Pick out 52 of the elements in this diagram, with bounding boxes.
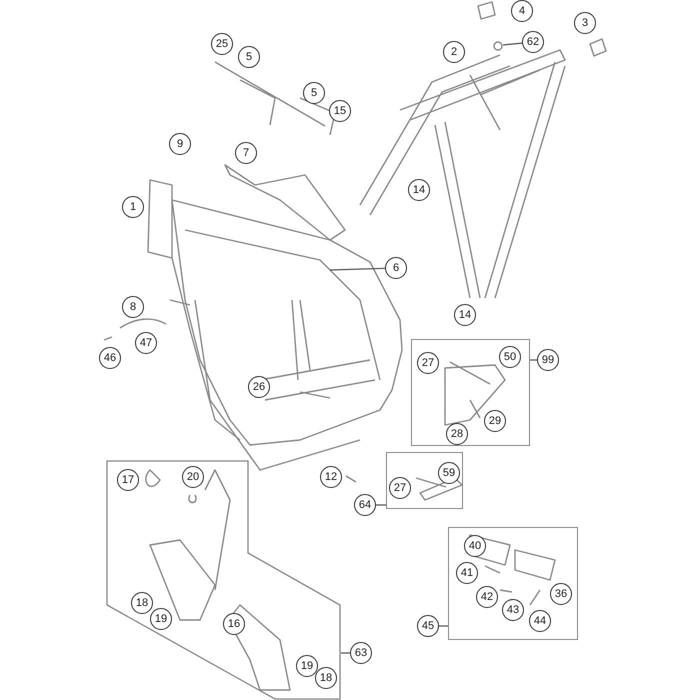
callout-number: 45 xyxy=(417,615,439,637)
callout-number: 44 xyxy=(529,610,551,632)
leader-line xyxy=(376,504,386,506)
group-frame xyxy=(386,452,463,509)
callout-number: 2 xyxy=(443,41,465,63)
callout-number: 20 xyxy=(182,466,204,488)
callout-number: 18 xyxy=(131,592,153,614)
callout-number: 7 xyxy=(235,142,257,164)
callout-number: 64 xyxy=(354,494,376,516)
callout-number: 27 xyxy=(389,477,411,499)
callout-number: 29 xyxy=(484,410,506,432)
callout-number: 5 xyxy=(303,82,325,104)
callout-number: 15 xyxy=(329,100,351,122)
leader-line xyxy=(530,359,537,361)
callout-number: 28 xyxy=(446,423,468,445)
callout-number: 8 xyxy=(122,296,144,318)
group-frame xyxy=(411,339,530,446)
group-frame xyxy=(448,527,578,640)
callout-number: 19 xyxy=(150,608,172,630)
callout-number: 6 xyxy=(385,257,407,279)
callout-number: 9 xyxy=(169,133,191,155)
callout-number: 59 xyxy=(438,462,460,484)
callout-number: 36 xyxy=(550,583,572,605)
callout-number: 47 xyxy=(135,332,157,354)
callout-number: 5 xyxy=(238,46,260,68)
callout-number: 27 xyxy=(417,352,439,374)
callout-number: 1 xyxy=(122,196,144,218)
callout-number: 40 xyxy=(464,535,486,557)
callout-number: 16 xyxy=(223,613,245,635)
leader-line xyxy=(502,42,522,46)
callout-number: 17 xyxy=(117,469,139,491)
callout-number: 42 xyxy=(476,586,498,608)
callout-number: 14 xyxy=(408,179,430,201)
callout-number: 3 xyxy=(574,12,596,34)
callout-number: 19 xyxy=(296,655,318,677)
callout-number: 18 xyxy=(315,667,337,689)
callout-number: 14 xyxy=(454,304,476,326)
group-frame xyxy=(107,461,341,700)
callout-number: 99 xyxy=(537,349,559,371)
callout-number: 43 xyxy=(502,599,524,621)
callout-number: 50 xyxy=(499,346,521,368)
callout-number: 25 xyxy=(211,33,233,55)
callout-number: 4 xyxy=(511,0,533,22)
callout-number: 63 xyxy=(350,642,372,664)
leader-line xyxy=(330,268,386,271)
callout-number: 46 xyxy=(99,347,121,369)
leader-line xyxy=(341,652,350,654)
callout-number: 62 xyxy=(522,31,544,53)
callout-number: 12 xyxy=(320,466,342,488)
callout-number: 26 xyxy=(248,376,270,398)
leader-line xyxy=(439,625,448,627)
callout-number: 41 xyxy=(456,562,478,584)
